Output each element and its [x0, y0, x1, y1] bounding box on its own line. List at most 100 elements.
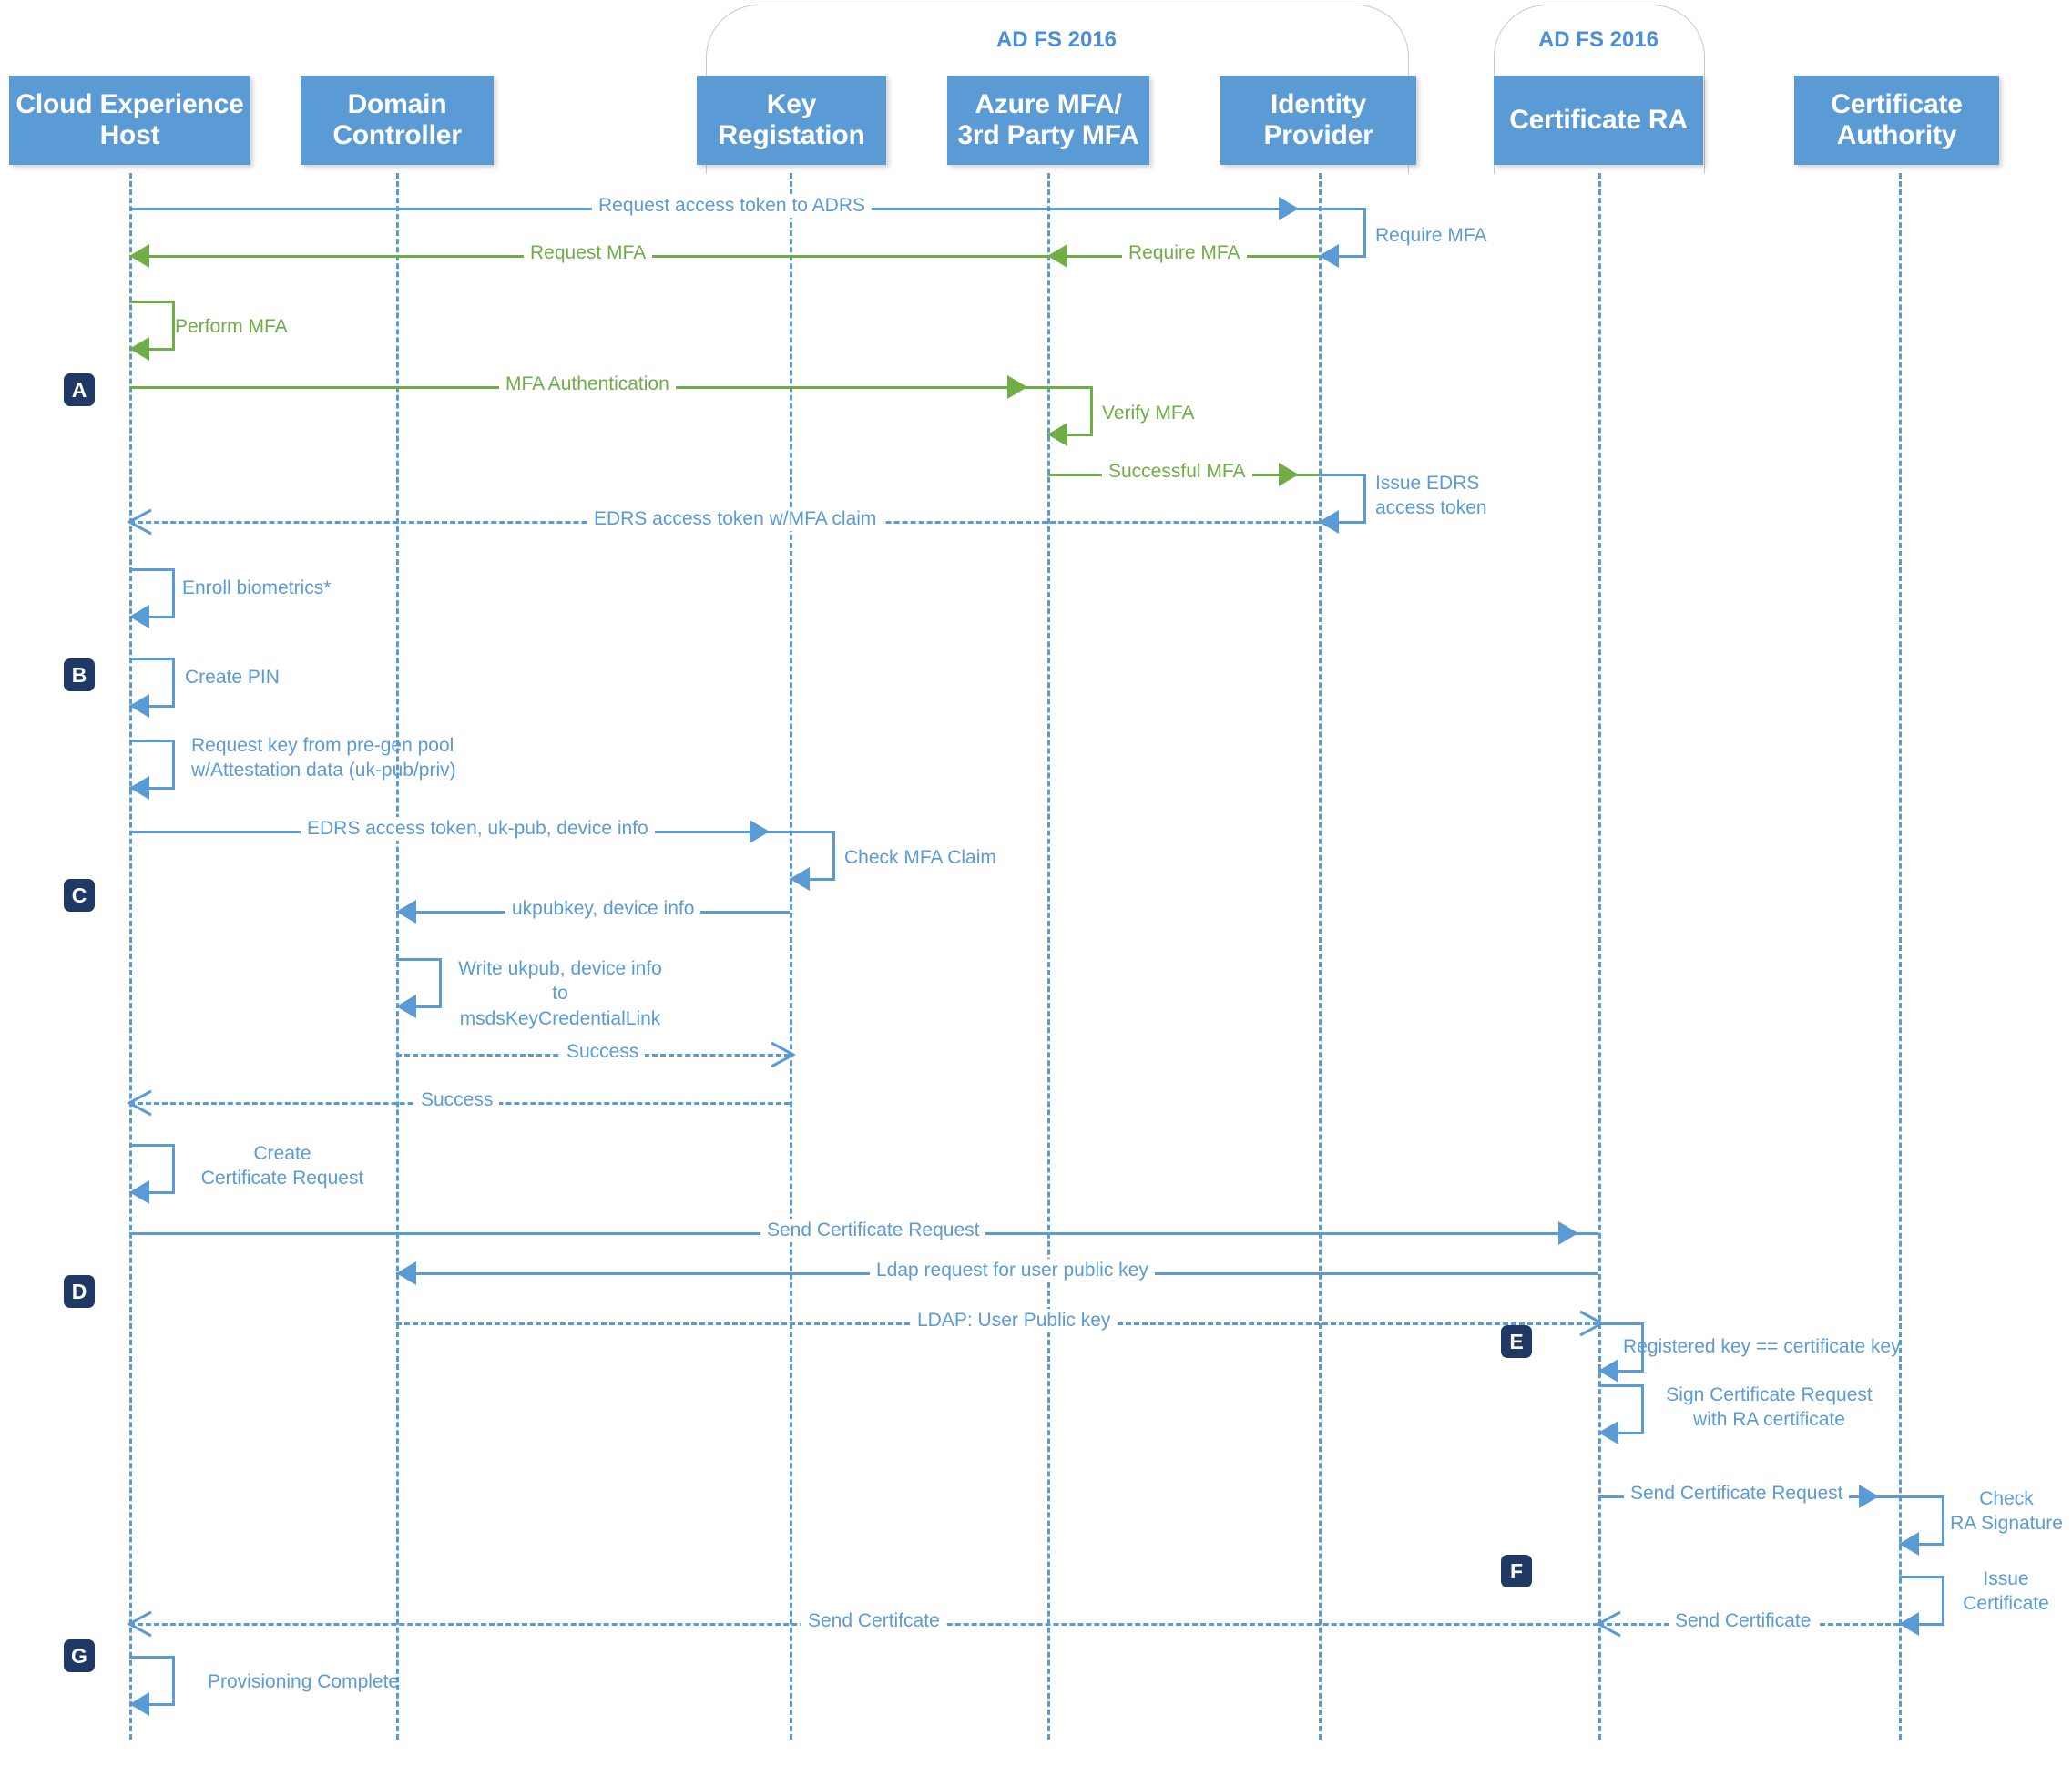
selfnote-create-certificate-request: Create Certificate Request — [200, 1143, 364, 1189]
message-label-m16: ukpubkey, device info — [505, 897, 701, 922]
selfnote-perform-mfa: Perform MFA — [175, 316, 288, 337]
arrowhead-left — [396, 1261, 416, 1285]
message-label-m08: Successful MFA — [1102, 460, 1252, 485]
arrowhead-left — [1319, 510, 1339, 534]
arrowhead-left — [129, 337, 149, 361]
actor-certificate-ra[interactable]: Certificate RA — [1494, 76, 1703, 165]
selfnote-verify-mfa: Verify MFA — [1102, 403, 1195, 424]
arrowhead-right — [1859, 1485, 1879, 1508]
lifeline-domain-controller — [396, 173, 399, 1740]
lifeline-certificate-authority — [1899, 173, 1902, 1740]
actor-label-line1: Certificate — [1831, 88, 1963, 119]
actor-key-registration[interactable]: Key Registation — [697, 76, 886, 165]
arrowhead-left — [129, 776, 149, 800]
actor-label-line2: Host — [99, 120, 160, 150]
selfnote-create-pin: Create PIN — [185, 667, 280, 688]
arrowhead-right — [1007, 375, 1027, 399]
arrowhead-left — [129, 605, 149, 628]
group-adfs-2016-left-label: AD FS 2016 — [995, 27, 1118, 52]
selfloop-request-key-pregen — [129, 740, 175, 790]
actor-label-line1: Certificate RA — [1509, 104, 1688, 135]
selfloop-issue-edrs-token — [1319, 474, 1366, 524]
arrowhead-left — [1598, 1359, 1618, 1383]
selfloop-registered-key-check — [1598, 1322, 1644, 1373]
actor-label-line2: 3rd Party MFA — [957, 120, 1139, 150]
section-marker-c: C — [64, 879, 95, 912]
section-marker-g: G — [64, 1639, 95, 1672]
selfloop-write-ukpub — [396, 958, 442, 1008]
selfnote-check-mfa-claim: Check MFA Claim — [844, 847, 996, 868]
actor-identity-provider[interactable]: Identity Provider — [1220, 76, 1416, 165]
arrowhead-left — [1598, 1421, 1618, 1444]
section-marker-f: F — [1501, 1555, 1532, 1587]
arrowhead-left — [1899, 1612, 1919, 1636]
message-label-m29: Send Certificate — [1669, 1609, 1818, 1634]
actor-label-line1: Azure MFA/ — [975, 88, 1122, 119]
selfloop-check-mfa-claim — [790, 831, 835, 881]
actor-label-line2: Authority — [1836, 120, 1957, 150]
arrowhead-left — [129, 694, 149, 718]
actor-label-line2: Provider — [1263, 120, 1373, 150]
selfnote-issue-certificate: Issue Certificate — [1963, 1568, 2049, 1615]
selfnote-require-mfa: Require MFA — [1375, 225, 1487, 246]
arrowhead-right — [750, 820, 770, 843]
arrowhead-left — [1899, 1532, 1919, 1556]
arrowhead-left — [790, 867, 810, 891]
selfloop-sign-certificate-request — [1598, 1384, 1644, 1434]
message-label-m04: Request MFA — [524, 241, 653, 266]
arrowhead-right — [1558, 1221, 1578, 1245]
actor-azure-mfa[interactable]: Azure MFA/ 3rd Party MFA — [947, 76, 1149, 165]
selfloop-verify-mfa — [1047, 386, 1093, 436]
lifeline-azure-mfa — [1047, 173, 1050, 1740]
arrowhead-open-left — [126, 1089, 152, 1117]
lifeline-certificate-ra — [1598, 173, 1601, 1740]
selfloop-check-ra-signature — [1899, 1495, 1944, 1546]
arrowhead-open-left — [126, 508, 152, 536]
selfloop-perform-mfa — [129, 301, 175, 351]
arrowhead-open-left — [126, 1610, 152, 1638]
arrowhead-right — [1279, 197, 1299, 220]
message-label-m06: MFA Authentication — [499, 373, 676, 397]
section-marker-d: D — [64, 1275, 95, 1308]
message-label-m26: Send Certificate Request — [1624, 1482, 1850, 1506]
selfnote-check-ra-signature: Check RA Signature — [1950, 1488, 2063, 1535]
message-label-m18: Success — [560, 1040, 646, 1065]
message-label-m30: Send Certifcate — [801, 1609, 946, 1634]
message-label-m10: EDRS access token w/MFA claim — [587, 507, 883, 532]
lifeline-key-registration — [790, 173, 792, 1740]
arrowhead-open-left — [1595, 1610, 1621, 1638]
group-adfs-2016-right-label: AD FS 2016 — [1537, 27, 1659, 52]
arrowhead-left — [1047, 244, 1067, 268]
section-marker-e: E — [1501, 1325, 1532, 1358]
arrowhead-left — [129, 1692, 149, 1716]
arrowhead-left — [1047, 423, 1067, 446]
actor-label-line1: Domain — [347, 88, 447, 119]
selfloop-create-pin — [129, 658, 175, 708]
section-marker-a: A — [64, 373, 95, 406]
selfnote-registered-key-check: Registered key == certificate key — [1623, 1336, 1901, 1357]
selfnote-provisioning-complete: Provisioning Complete — [208, 1671, 400, 1692]
selfnote-enroll-biometrics: Enroll biometrics* — [182, 577, 332, 598]
selfnote-request-key-pregen: Request key from pre-gen pool w/Attestat… — [191, 735, 456, 781]
actor-label-line1: Cloud Experience — [15, 88, 244, 119]
message-label-m01: Request access token to ADRS — [592, 194, 872, 219]
message-label-m03: Require MFA — [1122, 241, 1247, 266]
actor-domain-controller[interactable]: Domain Controller — [301, 76, 494, 165]
selfloop-enroll-biometrics — [129, 568, 175, 618]
actor-certificate-authority[interactable]: Certificate Authority — [1794, 76, 1999, 165]
arrowhead-right — [1279, 463, 1299, 486]
message-label-m23: LDAP: User Public key — [911, 1309, 1118, 1333]
actor-label-line1: Key — [766, 88, 817, 119]
message-label-m22: Ldap request for user public key — [870, 1259, 1155, 1283]
arrowhead-left — [129, 1180, 149, 1204]
message-label-m14: EDRS access token, uk-pub, device info — [301, 817, 655, 842]
arrowhead-left — [396, 900, 416, 924]
selfnote-issue-edrs-token: Issue EDRS access token — [1375, 473, 1487, 519]
arrowhead-left — [129, 244, 149, 268]
message-label-m19: Success — [414, 1088, 500, 1113]
actor-label-line2: Controller — [332, 120, 462, 150]
actor-cloud-experience-host[interactable]: Cloud Experience Host — [9, 76, 250, 165]
selfnote-write-ukpub: Write ukpub, device info to msdsKeyCrede… — [458, 958, 662, 1029]
arrowhead-left — [1319, 244, 1339, 268]
